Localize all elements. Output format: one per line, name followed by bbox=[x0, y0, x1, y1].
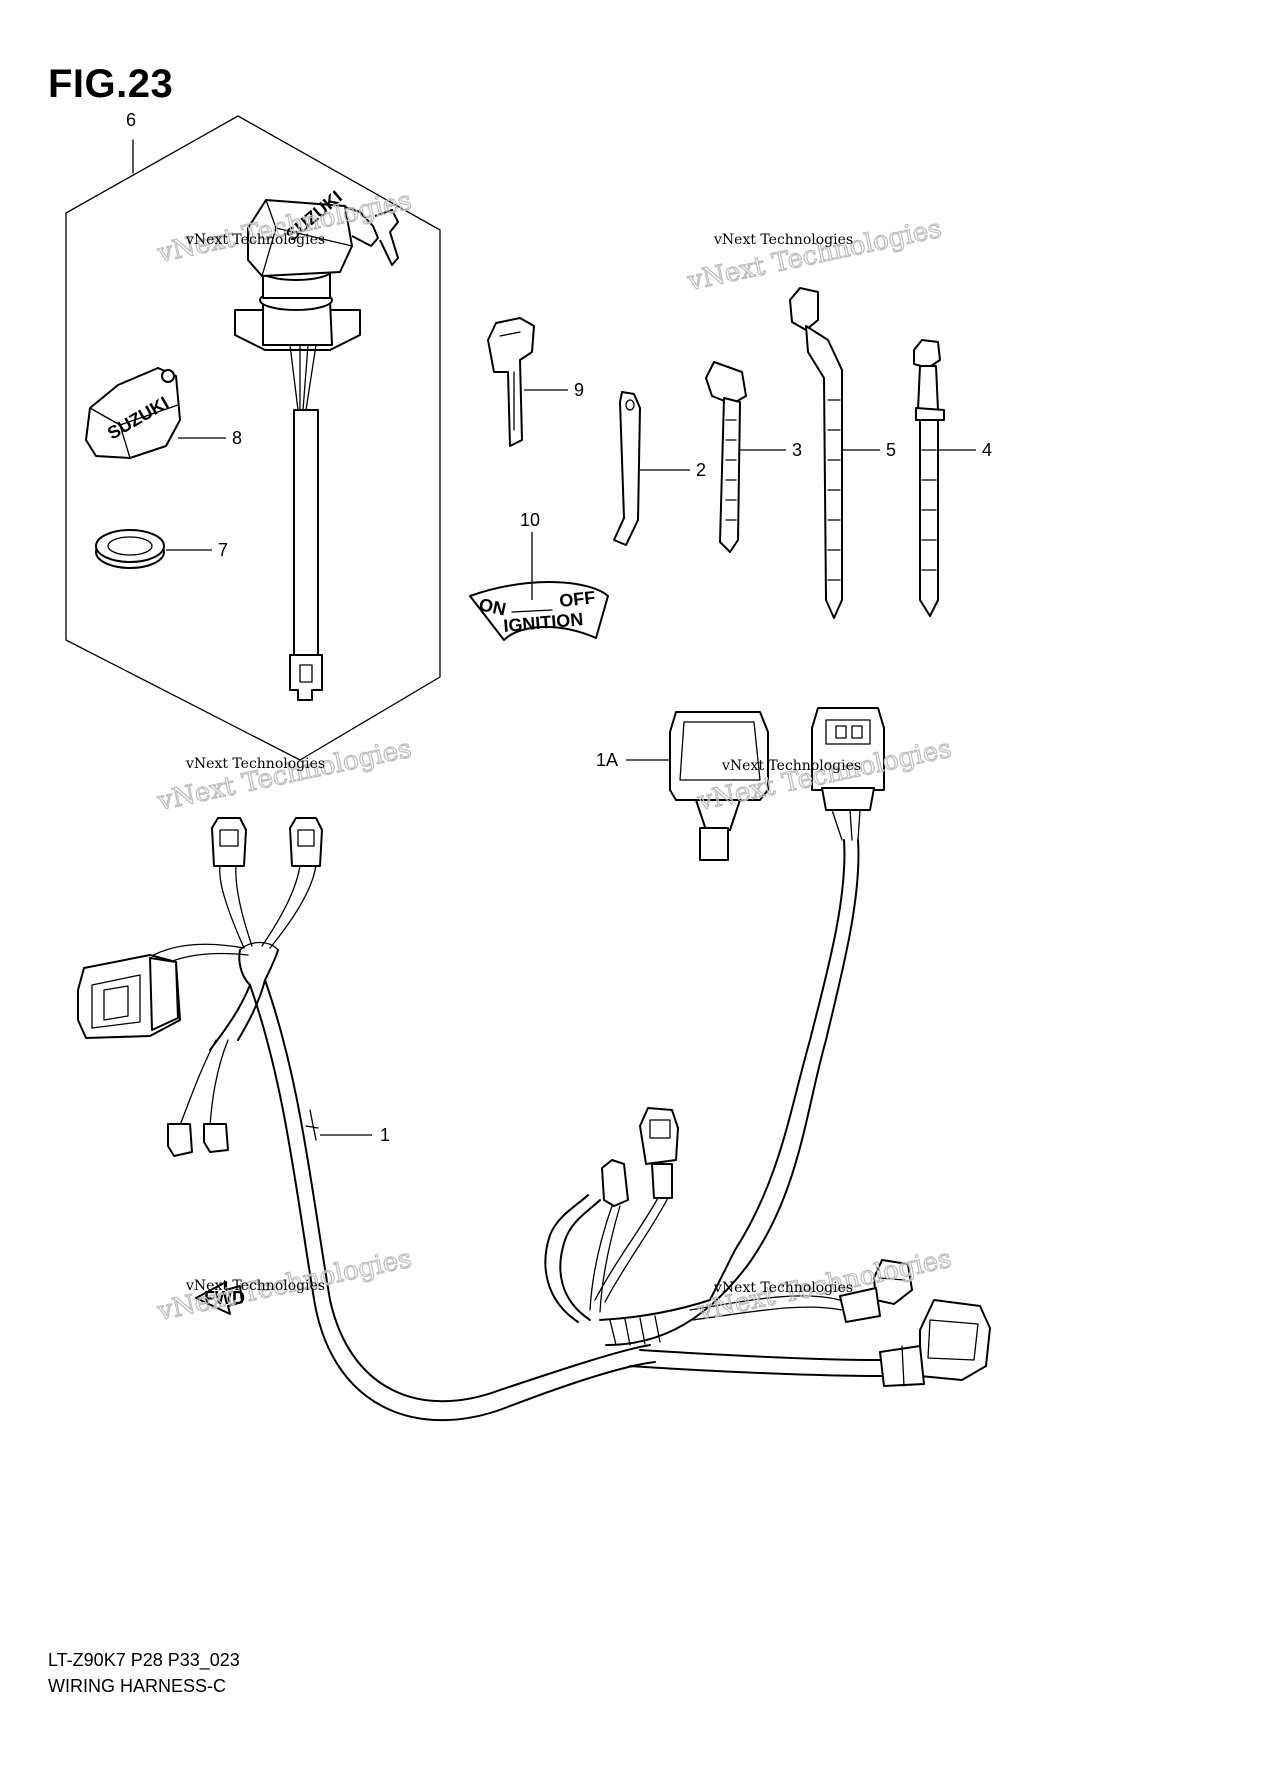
svg-text:FWD: FWD bbox=[204, 1288, 245, 1308]
ignition-switch: SUZUKI bbox=[234, 187, 399, 701]
callout-7: 7 bbox=[218, 540, 228, 560]
fwd-arrow-icon: FWD bbox=[195, 1281, 245, 1315]
wiring-harness bbox=[77, 707, 991, 1422]
watermark-small-1: vNext Technologies bbox=[185, 232, 325, 248]
clip-cable-tie bbox=[705, 361, 747, 553]
long-cable-tie bbox=[789, 287, 843, 619]
lock-nut bbox=[95, 529, 165, 569]
callout-5: 5 bbox=[886, 440, 896, 460]
callout-leaders bbox=[166, 389, 976, 1136]
callout-8: 8 bbox=[232, 428, 242, 448]
watermark-big-2: vNext Technologies bbox=[684, 214, 944, 297]
watermark-big-3: vNext Technologies bbox=[154, 734, 414, 817]
watermark-small-6: vNext Technologies bbox=[713, 1280, 853, 1296]
ignition-decal: ON OFF IGNITION bbox=[469, 581, 609, 641]
ignition-cap: SUZUKI bbox=[85, 367, 181, 459]
decal-off-text: OFF bbox=[558, 587, 596, 611]
watermark-small-2: vNext Technologies bbox=[713, 232, 853, 248]
callout-6: 6 bbox=[126, 110, 136, 130]
callout-2: 2 bbox=[696, 460, 706, 480]
callout-3: 3 bbox=[792, 440, 802, 460]
model-code: LT-Z90K7 P28 P33_023 bbox=[48, 1650, 240, 1670]
spare-key bbox=[487, 317, 535, 447]
callout-9: 9 bbox=[574, 380, 584, 400]
watermark-small-3: vNext Technologies bbox=[185, 756, 325, 772]
mount-cable-tie bbox=[913, 339, 945, 617]
watermark-small-5: vNext Technologies bbox=[185, 1278, 325, 1294]
callout-1a: 1A bbox=[596, 750, 618, 770]
watermark-small-4: vNext Technologies bbox=[721, 758, 861, 774]
callout-4: 4 bbox=[982, 440, 992, 460]
ignition-switch-kit-box bbox=[65, 115, 441, 761]
cable-clamp bbox=[613, 391, 641, 546]
diagram-subtitle: WIRING HARNESS-C bbox=[48, 1676, 227, 1696]
callout-10: 10 bbox=[520, 510, 540, 530]
coupler-boot bbox=[669, 711, 769, 861]
callout-1: 1 bbox=[380, 1125, 390, 1145]
fig-title: FIG.23 bbox=[48, 62, 174, 106]
